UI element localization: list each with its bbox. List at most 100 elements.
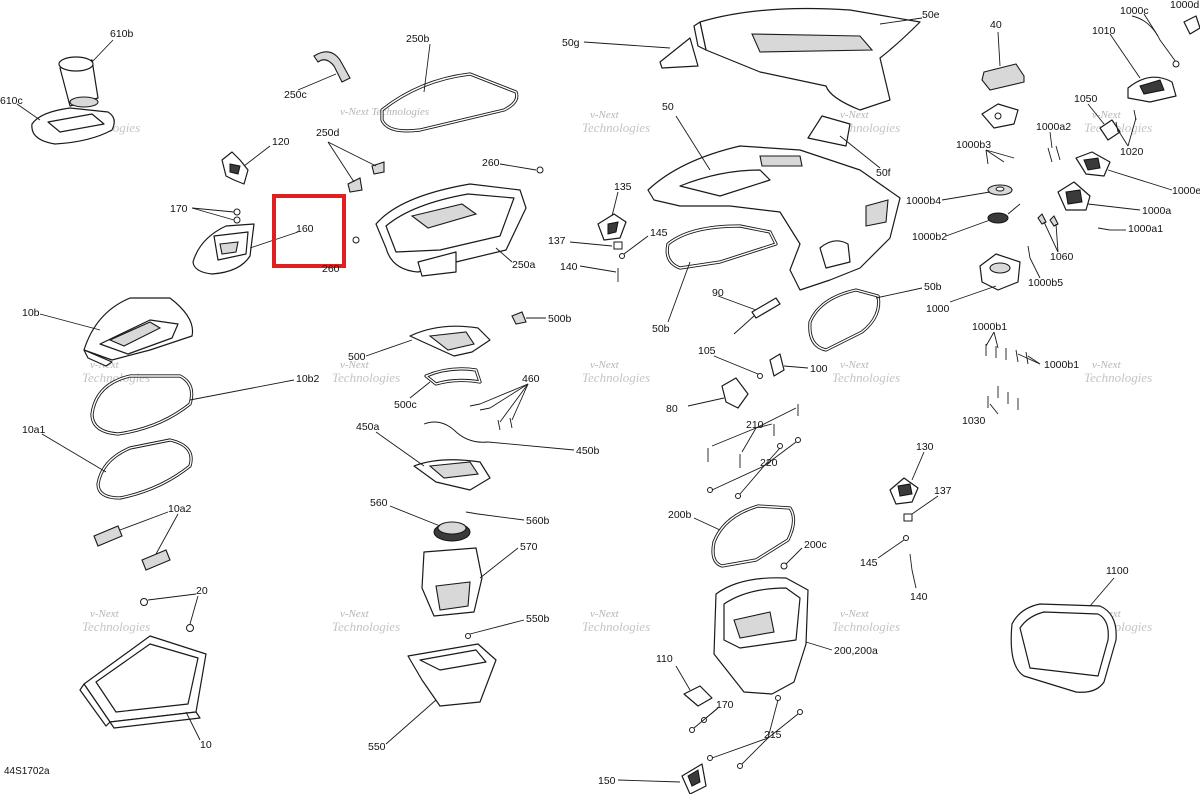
callout-1000c[interactable]: 1000c [1120,5,1149,17]
callout-560b[interactable]: 560b [526,515,550,527]
part-50g-panel[interactable] [659,37,699,69]
part-1030-screws[interactable] [987,386,1019,410]
callout-450a[interactable]: 450a [356,421,380,433]
part-1000e-module[interactable] [1075,151,1111,177]
part-145-washer[interactable] [619,253,625,259]
callout-260a[interactable]: 260 [482,157,500,169]
part-500-duct[interactable] [409,325,491,357]
callout-1000d[interactable]: 1000d [1170,0,1199,11]
callout-200c[interactable]: 200c [804,539,827,551]
part-1060-pins[interactable] [1037,213,1059,227]
part-170-screws[interactable] [233,208,241,224]
part-50-body-panel[interactable] [647,145,901,291]
part-137-spacer[interactable] [613,241,623,250]
callout-10b[interactable]: 10b [22,307,40,319]
callout-500c[interactable]: 500c [394,399,417,411]
part-610c-lid[interactable] [31,107,115,145]
callout-10[interactable]: 10 [200,739,212,751]
callout-130[interactable]: 130 [916,441,934,453]
callout-90[interactable]: 90 [712,287,724,299]
callout-1000b3[interactable]: 1000b3 [956,139,991,151]
callout-250c[interactable]: 250c [284,89,307,101]
part-137-spacer-right[interactable] [903,513,913,522]
part-10a1-seal[interactable] [96,438,193,500]
callout-110[interactable]: 110 [656,653,673,665]
callout-1060[interactable]: 1060 [1050,251,1074,263]
callout-260b[interactable]: 260 [322,263,340,275]
callout-50e[interactable]: 50e [922,9,940,21]
callout-105[interactable]: 105 [698,345,716,357]
callout-145b[interactable]: 145 [860,557,878,569]
part-1000b5-pin[interactable] [1027,245,1031,259]
part-160-bracket[interactable] [192,223,255,275]
part-140-screw-right[interactable] [909,553,913,571]
part-50b-seal-left[interactable] [665,224,778,270]
callout-1000a1[interactable]: 1000a1 [1128,223,1163,235]
callout-200[interactable]: 200,200a [834,645,878,657]
part-1100-mat[interactable] [1010,603,1117,693]
part-550b-screw[interactable] [465,633,471,639]
callout-1100[interactable]: 1100 [1106,565,1129,577]
part-1000a2-pins[interactable] [1047,145,1061,163]
callout-150[interactable]: 150 [598,775,616,787]
callout-210[interactable]: 210 [746,419,764,431]
callout-1000b1b[interactable]: 1000b1 [1044,359,1079,371]
part-220-washers[interactable] [707,437,801,499]
part-10-lower-box[interactable] [79,635,207,729]
callout-50[interactable]: 50 [662,101,674,113]
callout-610b[interactable]: 610b [110,28,134,40]
callout-215[interactable]: 215 [764,729,782,741]
part-215-fasteners[interactable] [707,695,803,769]
callout-1000b4[interactable]: 1000b4 [906,195,941,207]
callout-145a[interactable]: 145 [650,227,668,239]
callout-1020[interactable]: 1020 [1120,146,1144,158]
part-10b-upper-cover[interactable] [83,297,194,367]
part-90-gas-strut[interactable] [733,297,781,335]
part-560b-screw[interactable] [465,511,479,515]
part-1000d-connector[interactable] [1183,15,1200,35]
part-450b-hose[interactable] [423,421,489,443]
part-130-bracket[interactable] [889,477,919,505]
callout-140a[interactable]: 140 [560,261,578,273]
callout-1000e[interactable]: 1000e [1172,185,1200,197]
callout-137a[interactable]: 137 [548,235,566,247]
callout-20[interactable]: 20 [196,585,208,597]
callout-1010[interactable]: 1010 [1092,25,1116,37]
callout-200b[interactable]: 200b [668,509,692,521]
part-450a-duct[interactable] [413,459,491,491]
part-40-pad[interactable] [981,63,1025,91]
part-50e-top-panel[interactable] [693,7,921,111]
part-1050-connector[interactable] [1099,119,1121,141]
callout-1000a2[interactable]: 1000a2 [1036,121,1071,133]
part-1000b4-washer[interactable] [987,184,1013,196]
callout-50b1[interactable]: 50b [652,323,670,335]
part-80-bracket[interactable] [721,377,749,409]
part-610b-filter-cup[interactable] [58,56,99,108]
callout-50f[interactable]: 50f [876,167,891,179]
callout-40[interactable]: 40 [990,19,1002,31]
part-145-washer-right[interactable] [903,535,909,541]
callout-1000[interactable]: 1000 [926,303,950,315]
callout-120[interactable]: 120 [272,136,290,148]
part-550-bin[interactable] [407,643,497,707]
callout-10b2[interactable]: 10b2 [296,373,320,385]
callout-250b[interactable]: 250b [406,33,430,45]
callout-160[interactable]: 160 [296,223,314,235]
callout-610c[interactable]: 610c [0,95,23,107]
callout-100[interactable]: 100 [810,363,828,375]
callout-1050[interactable]: 1050 [1074,93,1098,105]
part-50f-piece[interactable] [807,115,851,147]
part-150-bracket[interactable] [681,763,707,794]
part-1010-panel[interactable] [1127,76,1177,103]
callout-500[interactable]: 500 [348,351,366,363]
part-250d-pads[interactable] [347,161,385,193]
callout-170b[interactable]: 170 [716,699,734,711]
callout-250a[interactable]: 250a [512,259,536,271]
callout-135[interactable]: 135 [614,181,632,193]
callout-570[interactable]: 570 [520,541,538,553]
part-120-latch[interactable] [221,151,249,185]
part-50b-seal-right[interactable] [808,288,881,352]
part-105-screw[interactable] [757,373,763,379]
callout-1030[interactable]: 1030 [962,415,986,427]
part-570-housing[interactable] [421,547,483,617]
